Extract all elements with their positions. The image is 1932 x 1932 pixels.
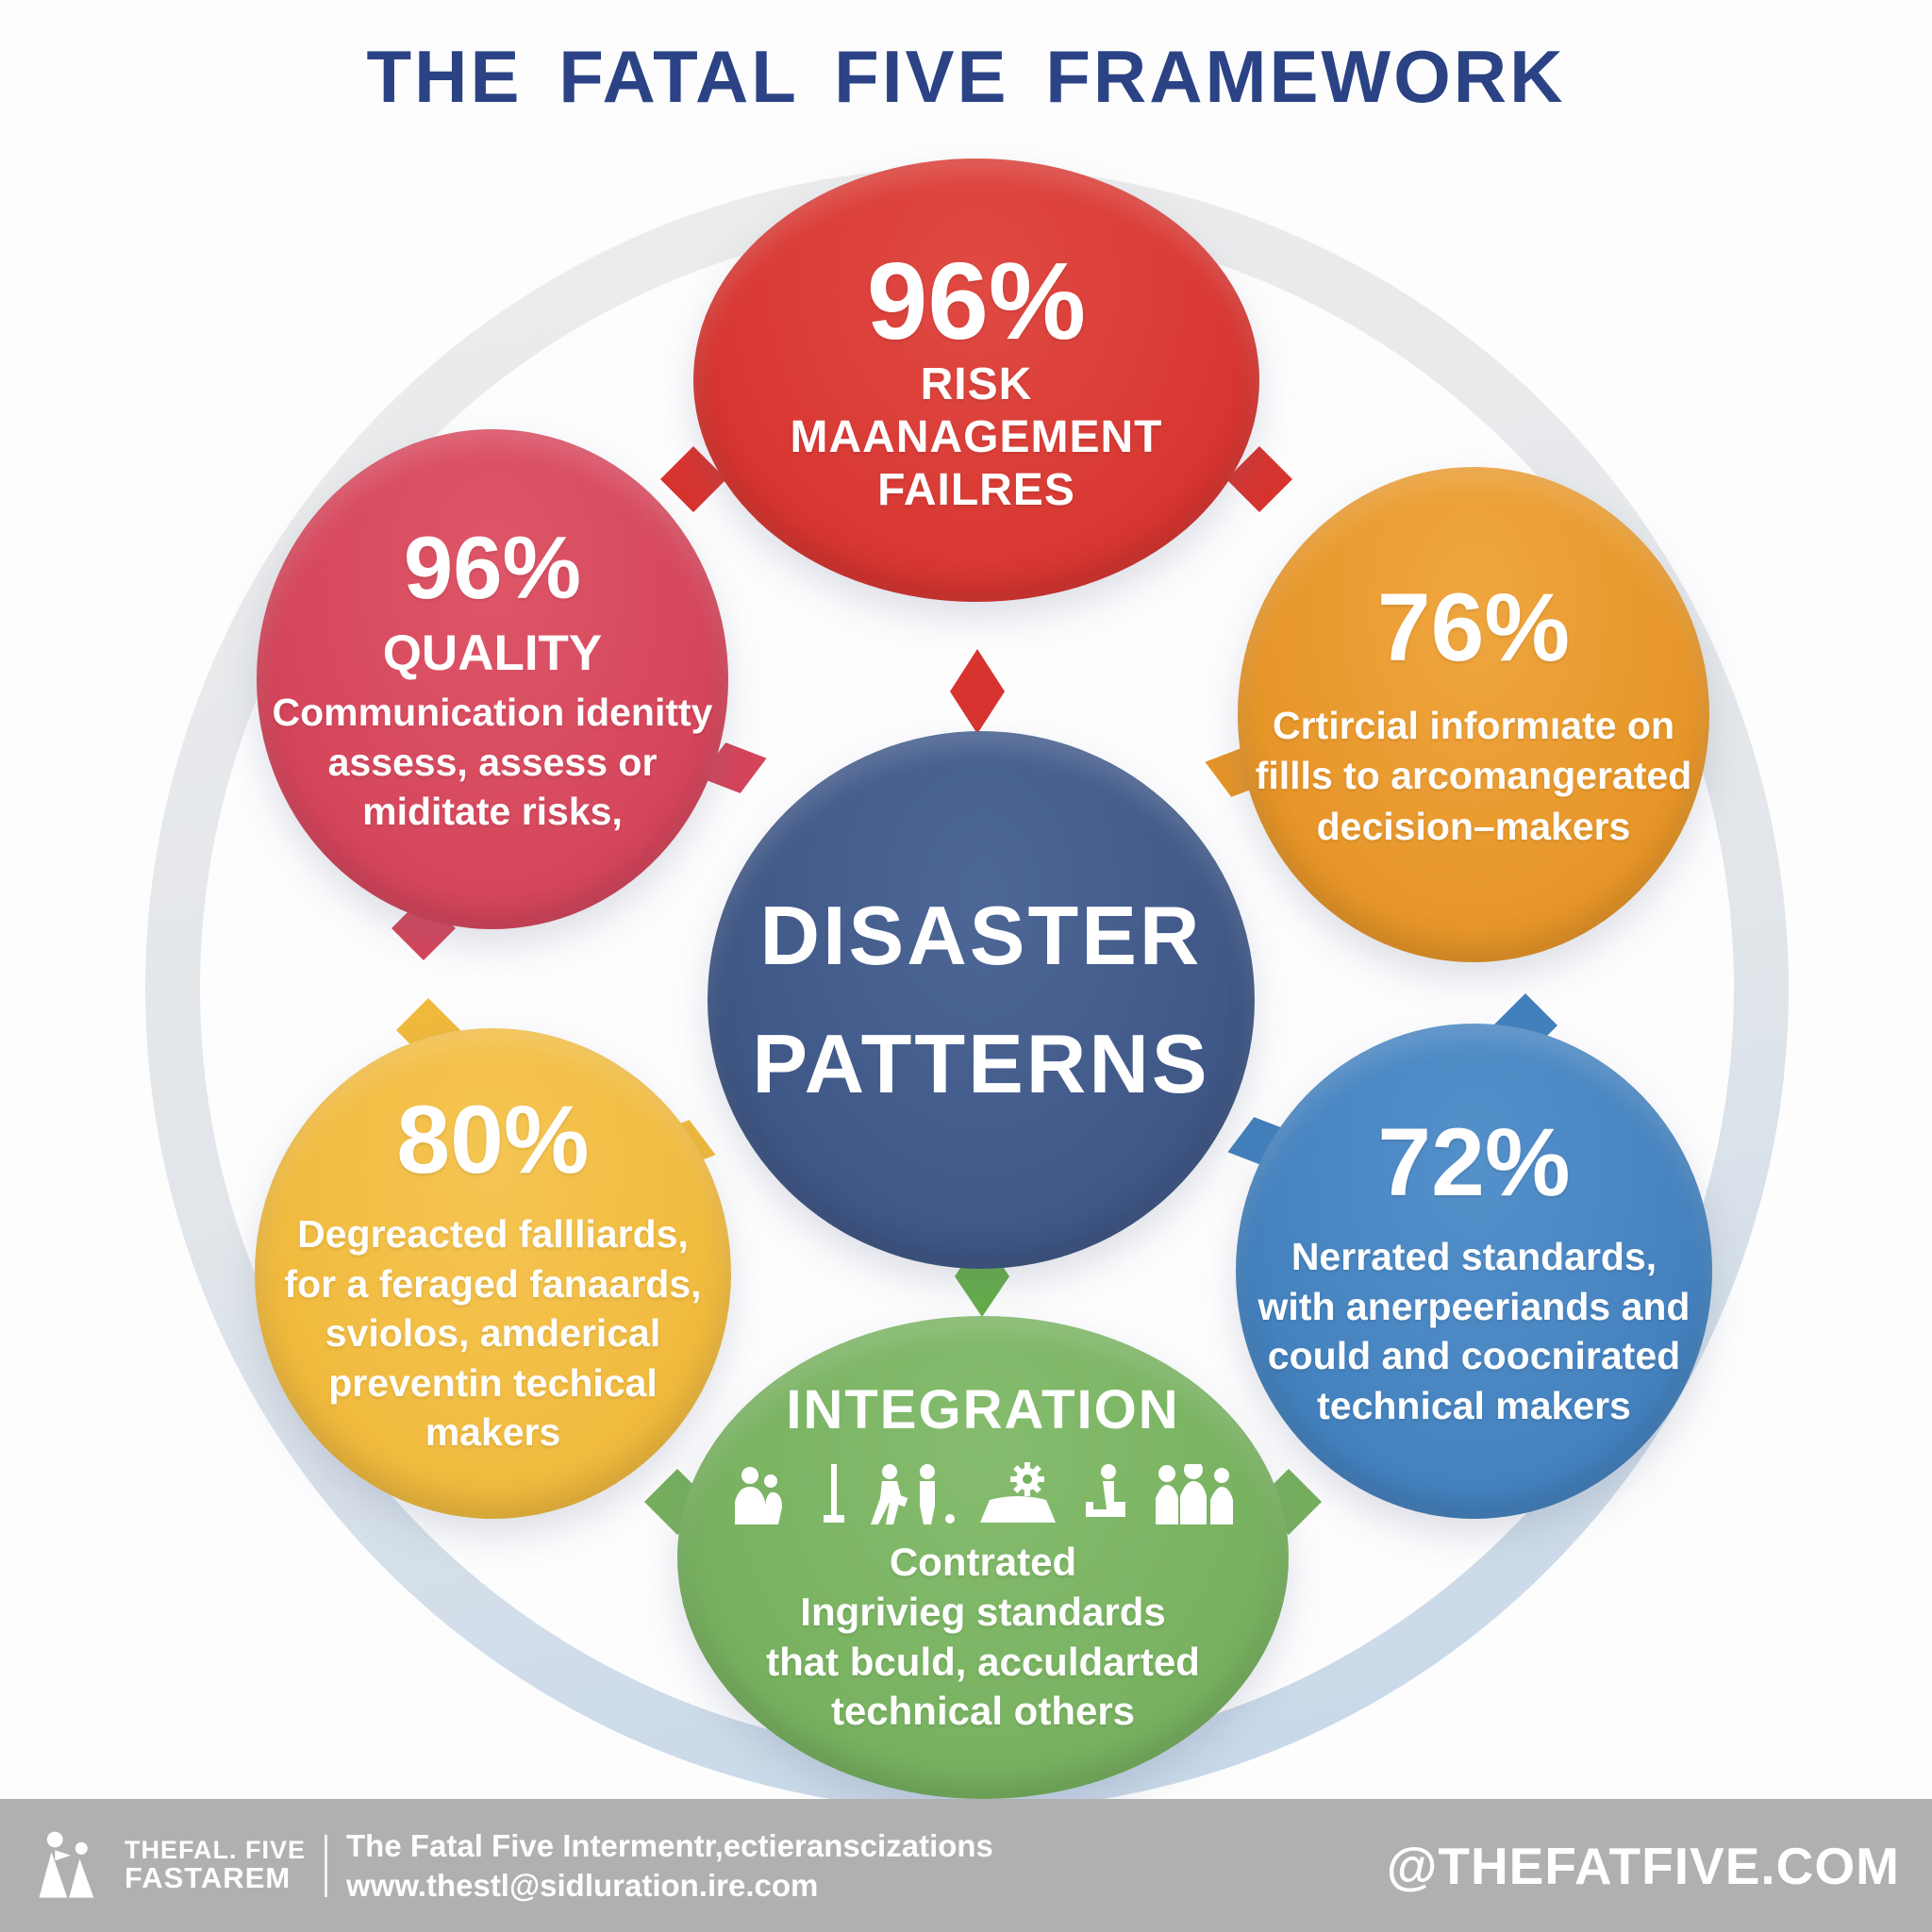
page-title: THE FATAL FIVE FRAMEWORK — [366, 35, 1566, 118]
integration-icon-row — [729, 1458, 1237, 1524]
bubble-quality: 96% QUALITY Communication idenitty asses… — [257, 429, 728, 929]
critical-description: Crtircial informıate on fillls to arcoma… — [1255, 704, 1692, 848]
footer-tagline: The Fatal Five Intermentr,ectieranscizat… — [346, 1828, 993, 1903]
gear-landscape-icon — [980, 1461, 1056, 1523]
risk-label: RISK MAANAGEMENT FAILRES — [790, 359, 1163, 515]
family-group-icon — [1156, 1463, 1233, 1524]
center-disaster-patterns: DISASTER PATTERNS — [708, 731, 1255, 1269]
critical-percentage: 76% — [1376, 574, 1571, 681]
integration-description: Contrated Ingrivieg standards that bculd… — [766, 1539, 1200, 1734]
bubble-critical-information: 76% Crtircial informıate on fillls to ar… — [1238, 467, 1709, 962]
narrated-description: Nerrated standards, with anerpeeriands a… — [1257, 1235, 1690, 1427]
degraded-description: Degreacted fallliards, for a feraged fan… — [284, 1212, 702, 1455]
footer-logo-icon — [39, 1831, 94, 1898]
risk-percentage: 96% — [866, 239, 1087, 362]
walking-people-icon — [871, 1463, 955, 1524]
degraded-percentage: 80% — [396, 1086, 590, 1194]
quality-percentage: 96% — [403, 518, 582, 618]
footer-logo-text: THEFAL. FIVE FASTAREM — [125, 1836, 307, 1895]
narrated-percentage: 72% — [1377, 1108, 1571, 1217]
bubble-narrated-standards: 72% Nerrated standards, with anerpeerian… — [1236, 1024, 1712, 1519]
footer-bar: THEFAL. FIVE FASTAREM The Fatal Five Int… — [0, 1799, 1932, 1932]
integration-heading: INTEGRATION — [786, 1378, 1180, 1441]
quality-heading: QUALITY — [382, 625, 603, 682]
bubble-degraded-standards: 80% Degreacted fallliards, for a feraged… — [255, 1028, 731, 1519]
footer-social-handle: @THEFATFIVE.COM — [1386, 1836, 1900, 1895]
two-people-icon — [735, 1466, 782, 1524]
quality-description: Communication idenitty assess, assess or… — [272, 691, 713, 834]
bubble-integration: INTEGRATION — [677, 1316, 1289, 1799]
kneeling-person-icon — [1086, 1463, 1125, 1517]
center-title: DISASTER PATTERNS — [752, 888, 1210, 1110]
pole-icon — [824, 1463, 844, 1523]
bubble-risk-management: 96% RISK MAANAGEMENT FAILRES — [693, 158, 1259, 602]
footer-divider — [325, 1834, 328, 1897]
